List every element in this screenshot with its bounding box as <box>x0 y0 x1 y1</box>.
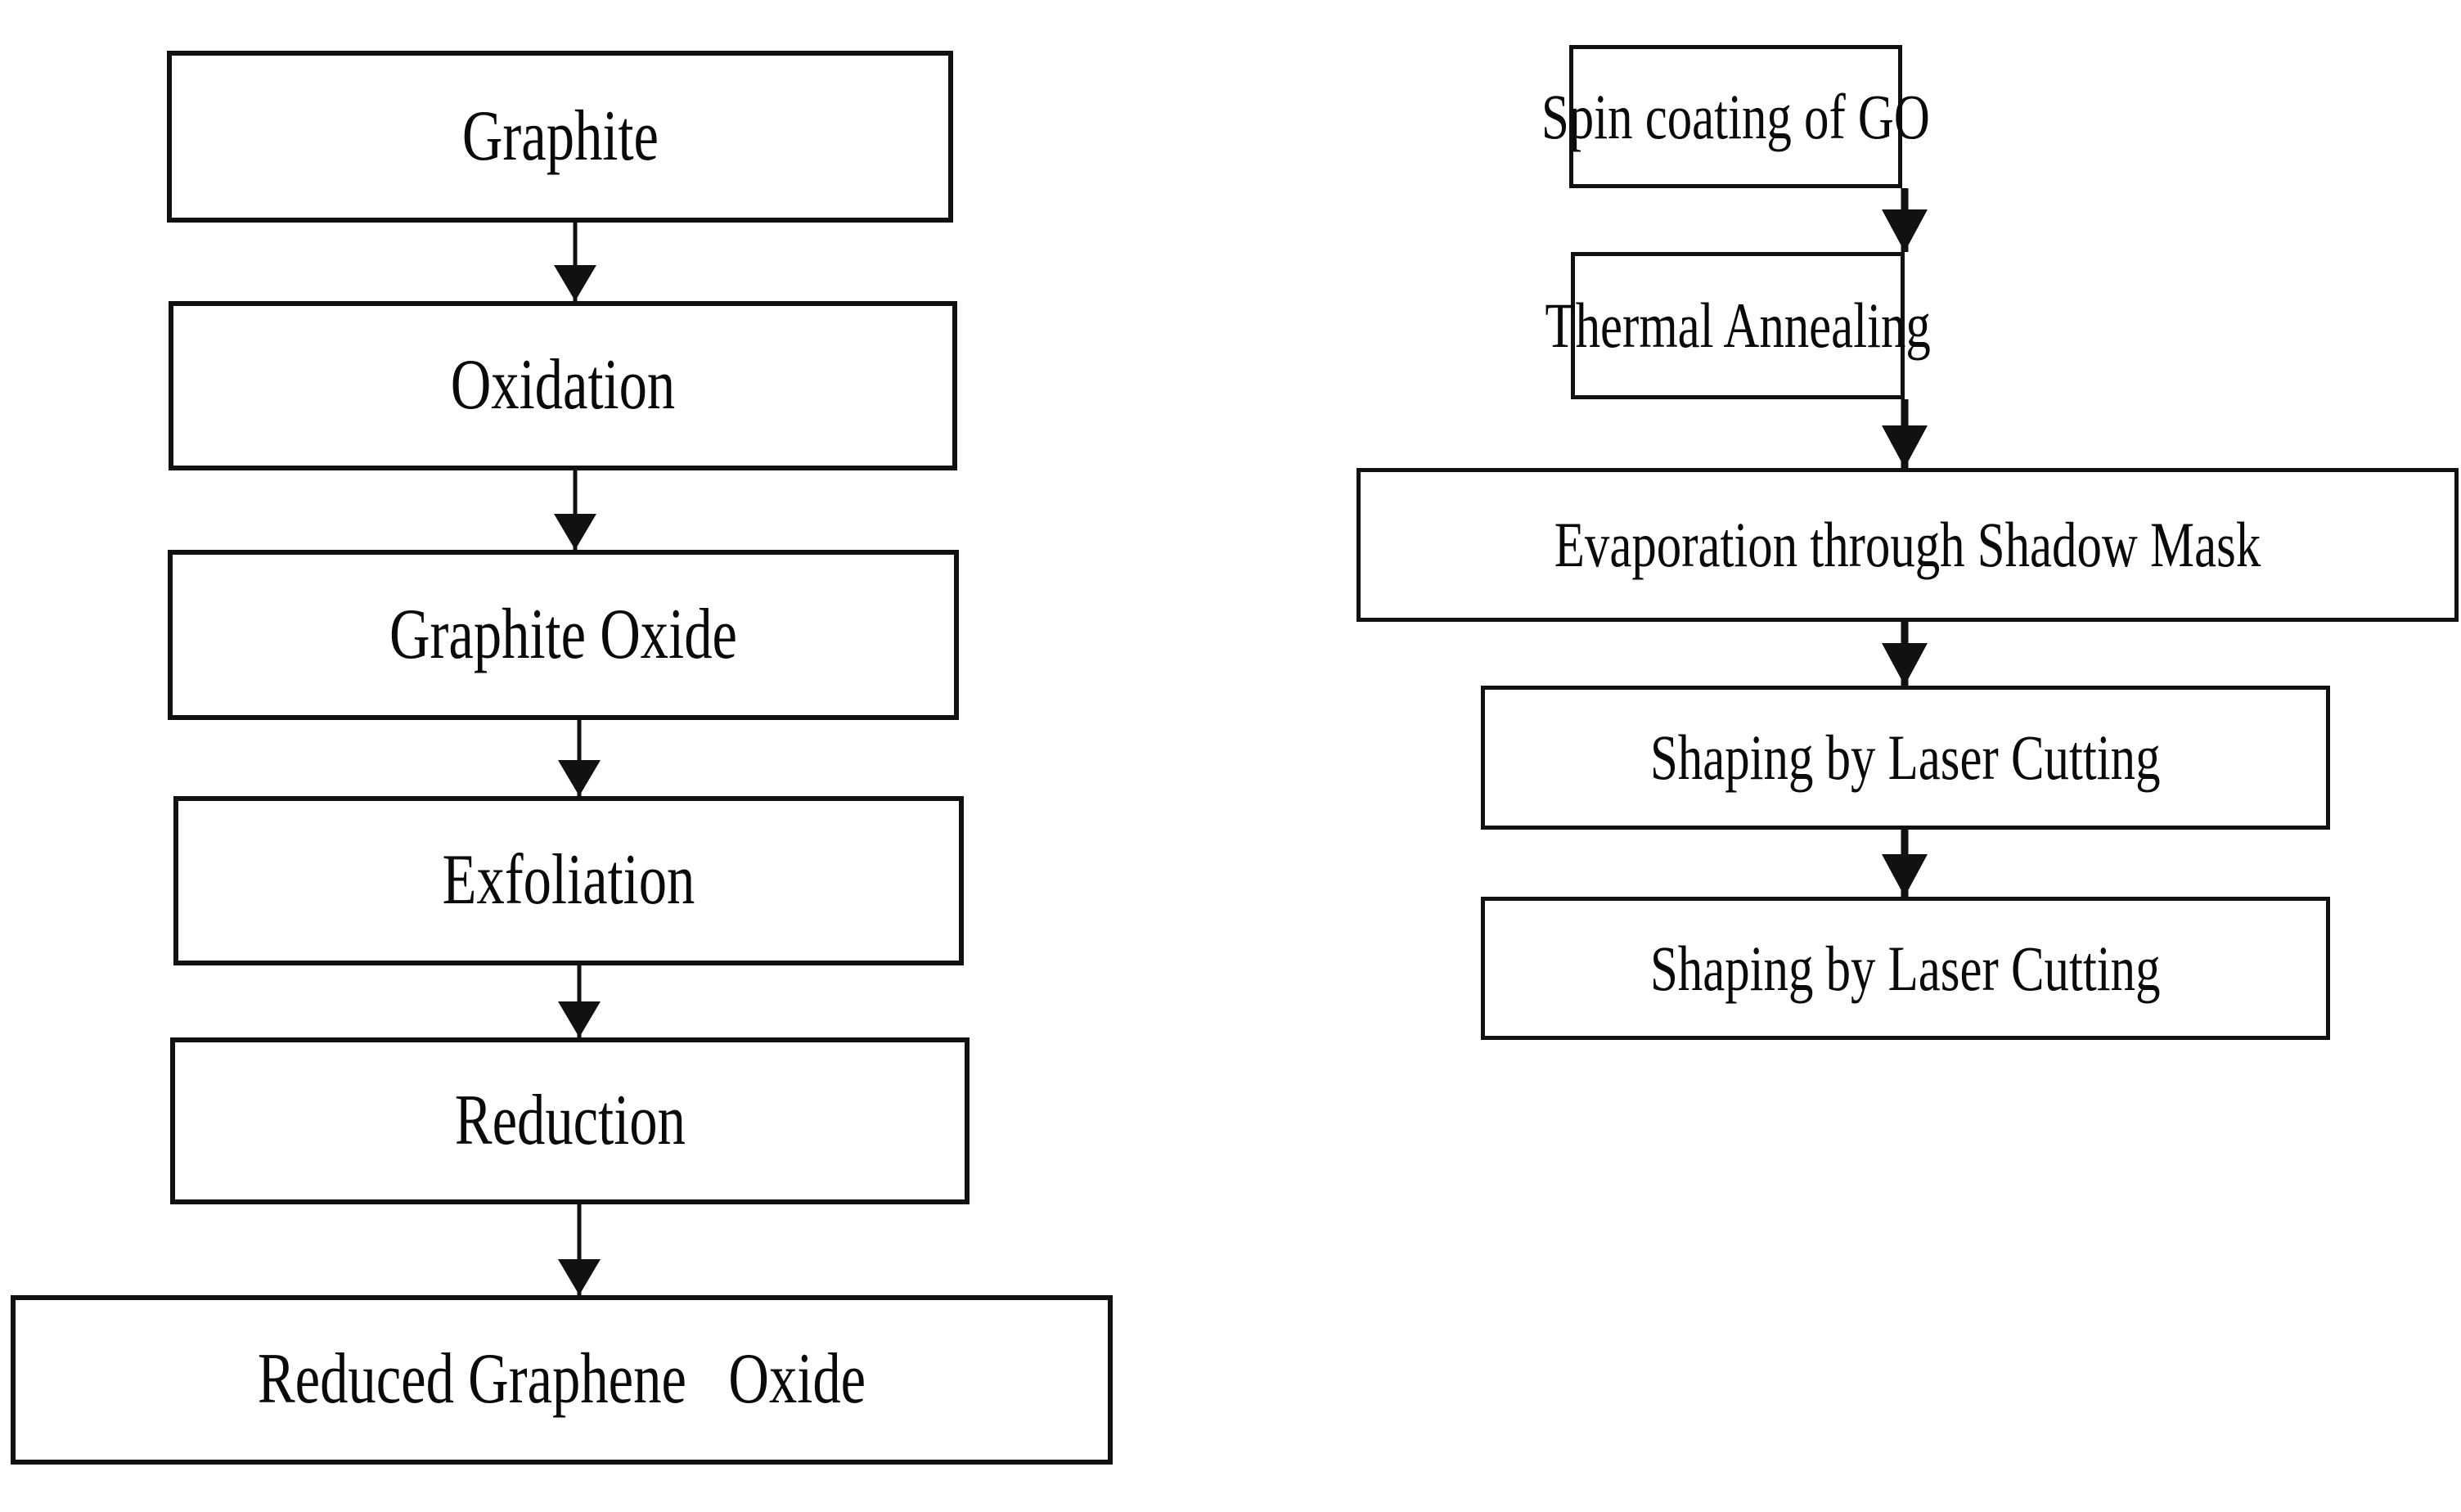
flow-arrow-spin-coating-to-thermal-annealing <box>1880 188 1929 252</box>
flow-arrow-reduction-to-rgo <box>555 1204 604 1295</box>
flow-node-label: Exfoliation <box>442 840 695 920</box>
arrow-head-icon <box>554 265 596 301</box>
flow-node-laser-cutting-1: Shaping by Laser Cutting <box>1481 686 2330 830</box>
flow-node-thermal-annealing: Thermal Annealing <box>1545 252 1931 399</box>
flow-node-label: Graphite Oxide <box>389 594 738 674</box>
flow-node-label: Reduction <box>454 1080 686 1160</box>
arrow-head-icon <box>554 514 596 550</box>
flow-node-graphite: Graphite <box>167 51 953 223</box>
arrow-shaft <box>577 1204 582 1295</box>
flow-arrow-graphite-oxide-to-exfoliation <box>555 720 604 796</box>
flow-node-laser-cutting-2: Shaping by Laser Cutting <box>1481 897 2330 1040</box>
flow-node-reduction: Reduction <box>170 1037 970 1204</box>
flow-arrow-oxidation-to-graphite-oxide <box>551 470 600 550</box>
flow-node-oxidation: Oxidation <box>169 301 957 470</box>
flow-node-label: Shaping by Laser Cutting <box>1650 932 2161 1004</box>
flow-node-rgo: Reduced Graphene Oxide <box>11 1295 1113 1465</box>
flow-arrow-exfoliation-to-reduction <box>555 965 604 1037</box>
flow-node-label: Shaping by Laser Cutting <box>1650 722 2161 794</box>
arrow-shaft <box>577 720 582 796</box>
flow-arrow-graphite-to-oxidation <box>551 223 600 301</box>
flow-arrow-evaporation-to-laser-cutting-1 <box>1880 622 1929 686</box>
arrow-shaft <box>573 223 578 301</box>
arrow-head-icon <box>1882 425 1928 468</box>
flow-node-label: Thermal Annealing <box>1545 290 1931 362</box>
flow-node-label: Reduced Graphene Oxide <box>257 1339 866 1420</box>
flow-node-evaporation: Evaporation through Shadow Mask <box>1356 468 2459 622</box>
arrow-head-icon <box>558 1259 601 1295</box>
arrow-head-icon <box>558 1001 601 1037</box>
arrow-shaft <box>573 470 578 550</box>
arrow-head-icon <box>558 760 601 796</box>
arrow-head-icon <box>1882 854 1928 897</box>
flow-node-label: Spin coating of GO <box>1541 80 1930 152</box>
flow-node-exfoliation: Exfoliation <box>173 796 964 965</box>
flow-node-spin-coating: Spin coating of GO <box>1541 45 1930 188</box>
flow-node-label: Graphite <box>461 96 659 176</box>
arrow-head-icon <box>1882 209 1928 252</box>
flow-arrow-laser-cutting-1-to-laser-cutting-2 <box>1880 830 1929 897</box>
flow-node-graphite-oxide: Graphite Oxide <box>168 550 959 720</box>
flow-arrow-thermal-annealing-to-evaporation <box>1880 399 1929 468</box>
flow-node-label: Oxidation <box>450 345 676 425</box>
arrow-head-icon <box>1882 643 1928 686</box>
flow-node-label: Evaporation through Shadow Mask <box>1554 509 2261 581</box>
